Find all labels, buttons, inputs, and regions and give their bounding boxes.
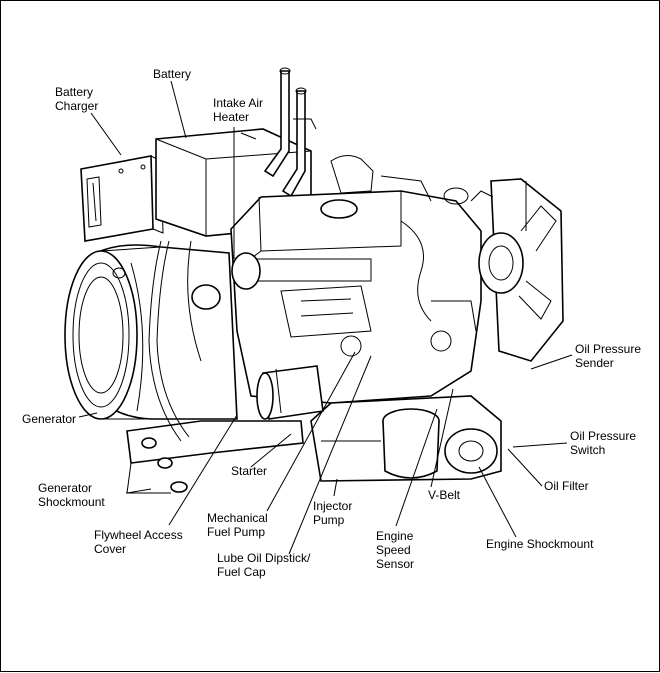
label-mechanical-fuel-pump: Mechanical Fuel Pump bbox=[207, 511, 268, 539]
label-flywheel-access-cover: Flywheel Access Cover bbox=[94, 528, 183, 556]
label-engine-speed-sensor: Engine Speed Sensor bbox=[376, 529, 415, 571]
leader-lines bbox=[78, 80, 573, 555]
label-oil-pressure-sender: Oil Pressure Sender bbox=[575, 342, 642, 370]
label-battery: Battery bbox=[153, 67, 192, 81]
label-generator: Generator bbox=[22, 412, 77, 426]
hoses bbox=[148, 240, 202, 442]
label-battery-charger: Battery Charger bbox=[55, 85, 99, 113]
label-generator-shockmount: Generator Shockmount bbox=[38, 481, 105, 509]
label-injector-pump: Injector Pump bbox=[313, 499, 353, 527]
label-lube-oil-dipstick-fuel-cap: Lube Oil Dipstick/ Fuel Cap bbox=[217, 551, 311, 579]
front-pulley-fan bbox=[443, 178, 564, 362]
label-oil-filter: Oil Filter bbox=[544, 479, 589, 493]
generator-base-shockmount bbox=[126, 420, 304, 494]
generator-housing bbox=[64, 244, 238, 420]
label-oil-pressure-switch: Oil Pressure Switch bbox=[570, 429, 637, 457]
battery-charger-unit bbox=[80, 155, 164, 242]
engine-block bbox=[191, 155, 482, 404]
oil-filter-sump bbox=[310, 395, 502, 482]
label-starter: Starter bbox=[231, 464, 268, 478]
label-v-belt: V-Belt bbox=[428, 488, 461, 502]
label-engine-shockmount: Engine Shockmount bbox=[486, 537, 594, 551]
label-intake-air-heater: Intake Air Heater bbox=[213, 96, 264, 124]
